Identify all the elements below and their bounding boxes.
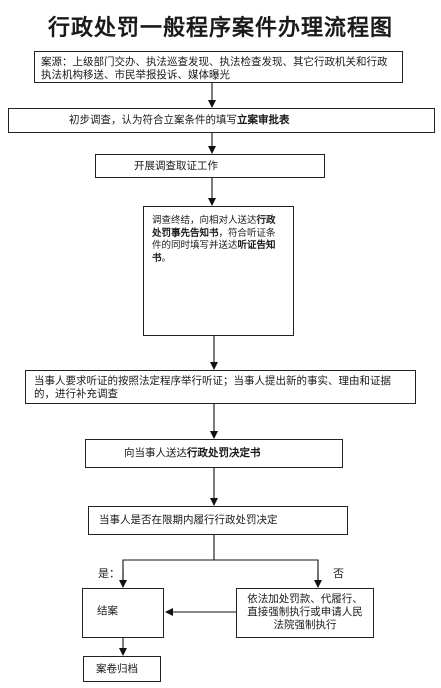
step-source: 案源：上级部门交办、执法巡查发现、执法检查发现、其它行政机关和行政执法机构移送、…: [34, 51, 403, 83]
step-investigate: 开展调查取证工作: [95, 154, 325, 178]
step-close-case: 结案: [82, 588, 164, 638]
step-archive: 案卷归档: [83, 656, 161, 682]
step-compliance-check: 当事人是否在限期内履行行政处罚决定: [88, 506, 348, 535]
step-hearing: 当事人要求听证的按照法定程序举行听证；当事人提出新的事实、理由和证据的，进行补充…: [25, 370, 416, 404]
branch-yes-label: 是：: [98, 567, 120, 580]
branch-line: [122, 559, 319, 585]
step-enforcement: 依法加处罚款、代履行、直接强制执行或申请人民法院强制执行: [236, 588, 374, 638]
step-initial-investigation: 初步调查，认为符合立案条件的填写立案审批表: [8, 108, 435, 133]
page-title: 行政处罚一般程序案件办理流程图: [47, 15, 393, 41]
step-prior-notice: 调查终结，向相对人送达行政处罚事先告知书，符合听证条件的同时填写并送达听证告知书…: [143, 206, 294, 336]
step-decision: 向当事人送达行政处罚决定书: [85, 439, 343, 468]
branch-no-label: 否: [333, 567, 344, 580]
